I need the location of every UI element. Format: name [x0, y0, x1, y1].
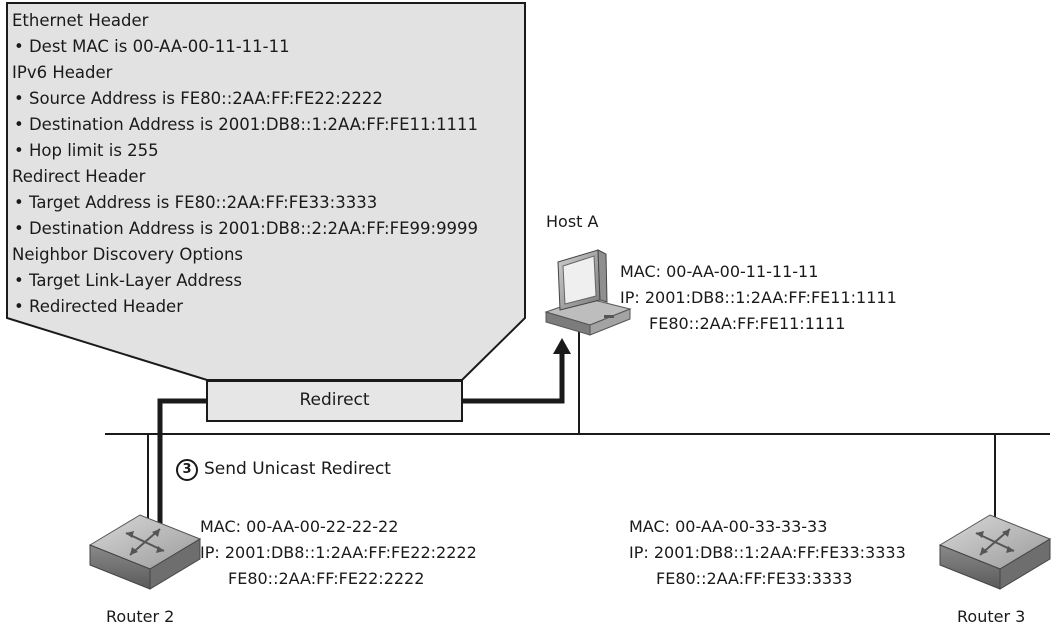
redirect-message-label: Redirect — [299, 390, 370, 410]
router-2-name: Router 2 — [106, 607, 175, 626]
step-number-icon — [176, 459, 198, 481]
callout-line-target-link-layer: • Target Link-Layer Address — [14, 271, 242, 290]
callout-line-dest-mac: • Dest MAC is 00-AA-00-11-11-11 — [14, 37, 290, 56]
callout-line-ethernet-header: Ethernet Header — [12, 11, 149, 30]
router-2-mac: MAC: 00-AA-00-22-22-22 — [200, 517, 399, 536]
redirect-path — [157, 398, 207, 543]
callout-line-source-address: • Source Address is FE80::2AA:FF:FE22:22… — [14, 89, 383, 108]
callout-line-ipv6-header: IPv6 Header — [12, 63, 113, 82]
router-2-ip: IP: 2001:DB8::1:2AA:FF:FE22:2222 — [200, 543, 477, 562]
host-a-computer-icon — [544, 249, 632, 336]
host-a-name: Host A — [546, 212, 599, 231]
router-3-icon — [938, 514, 1052, 590]
router-2-link-local: FE80::2AA:FF:FE22:2222 — [228, 569, 425, 588]
host-a-ip: IP: 2001:DB8::1:2AA:FF:FE11:1111 — [620, 288, 897, 307]
arrowhead-icon — [553, 338, 571, 354]
callout-line-redirect-destination: • Destination Address is 2001:DB8::2:2AA… — [14, 219, 479, 238]
step-number: 3 — [182, 462, 192, 477]
router-3-mac: MAC: 00-AA-00-33-33-33 — [629, 517, 828, 536]
step-label: Send Unicast Redirect — [204, 459, 391, 479]
callout-line-redirect-header: Redirect Header — [12, 167, 146, 186]
router-3-link-local: FE80::2AA:FF:FE33:3333 — [656, 569, 853, 588]
callout-line-destination-address: • Destination Address is 2001:DB8::1:2AA… — [14, 115, 479, 134]
router-2-icon — [88, 514, 202, 590]
router-3-name: Router 3 — [957, 607, 1026, 626]
host-a-mac: MAC: 00-AA-00-11-11-11 — [620, 262, 819, 281]
redirect-path-to-host — [462, 352, 565, 404]
callout-line-redirected-header: • Redirected Header — [14, 297, 183, 316]
callout-line-hop-limit: • Hop limit is 255 — [14, 141, 159, 160]
redirect-message-box — [206, 380, 463, 422]
host-a-link-local: FE80::2AA:FF:FE11:1111 — [649, 314, 846, 333]
callout-line-target-address: • Target Address is FE80::2AA:FF:FE33:33… — [14, 193, 378, 212]
router-3-ip: IP: 2001:DB8::1:2AA:FF:FE33:3333 — [629, 543, 906, 562]
callout-line-nd-options: Neighbor Discovery Options — [12, 245, 244, 264]
